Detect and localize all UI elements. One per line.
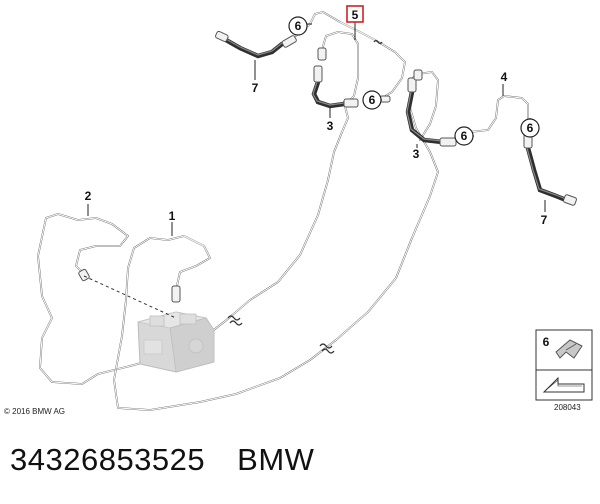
callout-2: 2 — [85, 189, 92, 203]
callout-6-top-label: 6 — [295, 19, 302, 33]
part-caption: 34326853525 BMW — [10, 442, 600, 482]
parts-diagram: 5 6 6 6 6 7 3 3 4 7 1 2 6 © 2016 BMW AG … — [4, 5, 593, 416]
brake-hose-7-lower-right — [523, 129, 577, 206]
legend-number: 6 — [543, 335, 550, 349]
arrow-icon — [542, 376, 585, 393]
hydraulic-unit — [137, 311, 215, 373]
brake-hose-3-right — [405, 77, 457, 147]
callout-3-left: 3 — [327, 119, 334, 133]
callout-6-top: 6 — [288, 16, 308, 36]
brake-pipe-5 — [295, 11, 406, 101]
callout-6-far-right: 6 — [520, 118, 540, 138]
copyright-text: © 2016 BMW AG — [4, 407, 65, 416]
callout-5: 5 — [346, 5, 364, 23]
callout-5-highlight-box — [346, 5, 364, 23]
brake-pipe-long-left — [37, 101, 349, 385]
callout-6-middle: 6 — [362, 90, 382, 110]
callout-6-far-right-label: 6 — [527, 121, 534, 135]
brake-pipe-long-right — [113, 107, 439, 411]
pipe-break-mark — [227, 39, 383, 354]
callout-5-label: 5 — [352, 8, 359, 22]
brake-hose-3-left — [311, 65, 359, 109]
callout-1: 1 — [169, 209, 176, 223]
callout-3-right: 3 — [413, 147, 420, 161]
callout-6-right-label: 6 — [461, 129, 468, 143]
legend-box: 6 — [535, 329, 593, 401]
callout-7-right: 7 — [541, 213, 548, 227]
dashed-connection-line — [83, 275, 177, 319]
brand-name: BMW — [237, 442, 315, 477]
callout-4: 4 — [501, 70, 508, 84]
leader-lines — [87, 22, 546, 236]
brake-hose-7-upper-left — [215, 30, 297, 59]
drawing-number: 208043 — [554, 403, 581, 412]
callout-6-right: 6 — [454, 126, 474, 146]
clip-icon — [555, 339, 583, 359]
part-number: 34326853525 — [10, 442, 206, 477]
brake-pipe-4 — [469, 95, 529, 133]
callout-7-left: 7 — [252, 81, 259, 95]
callout-6-middle-label: 6 — [369, 93, 376, 107]
